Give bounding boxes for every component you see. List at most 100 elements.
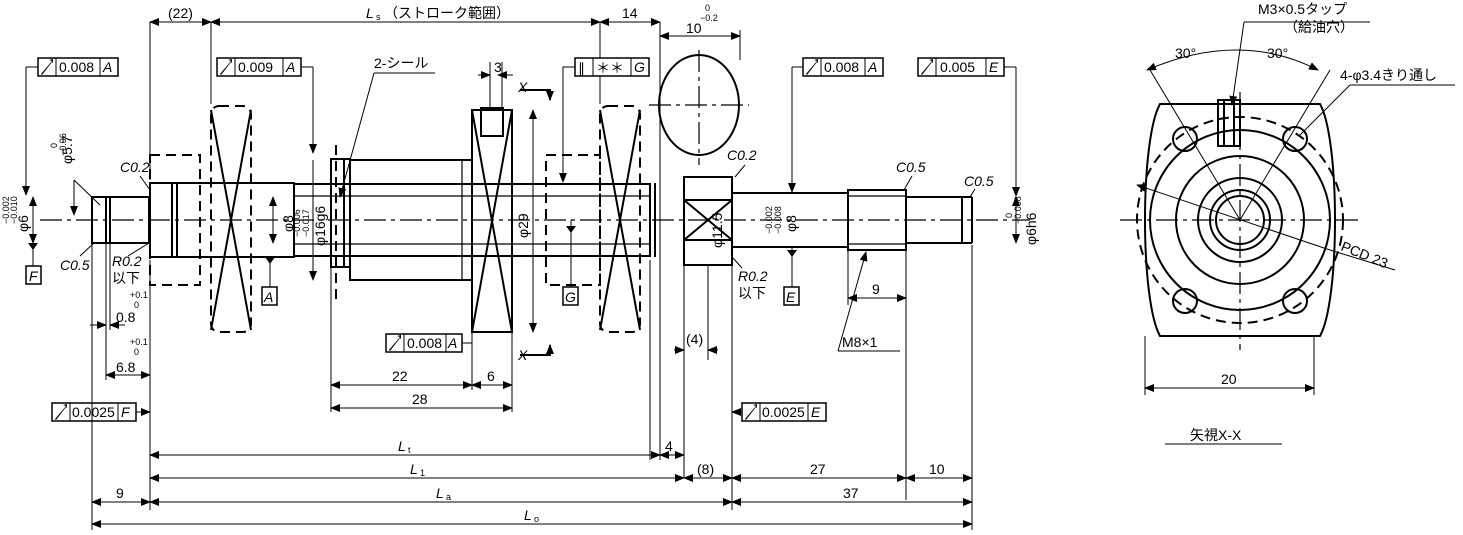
datum-g: G bbox=[565, 289, 576, 305]
chamfer-c05c: C0.5 bbox=[60, 257, 90, 273]
side-pcd-label: PCD 23 bbox=[1339, 238, 1391, 271]
dim-lt-sub: t bbox=[408, 445, 411, 455]
dim-8p: (8) bbox=[697, 461, 714, 477]
dim-14-label: 14 bbox=[622, 5, 638, 21]
dim-10b: 10 bbox=[929, 461, 945, 477]
dim-ls-sub: s bbox=[376, 12, 381, 22]
bearing-left bbox=[149, 105, 252, 333]
dim-6b: 6 bbox=[487, 368, 495, 384]
frame-f3-tol: ＊＊ bbox=[596, 60, 624, 76]
support-block-view bbox=[649, 50, 749, 165]
dia-8a: φ8 bbox=[280, 215, 296, 232]
datum-a: A bbox=[263, 289, 273, 305]
dim-08-up: +0.1 bbox=[130, 290, 148, 300]
dim-la: L bbox=[436, 485, 444, 501]
bottom-dimensions bbox=[91, 245, 973, 530]
datum-markers bbox=[25, 220, 800, 306]
bearing-right bbox=[545, 105, 641, 333]
dia-8b: φ8 bbox=[783, 215, 799, 232]
side-caption: 矢視X-X bbox=[1190, 427, 1242, 443]
side-width-label: 20 bbox=[1221, 371, 1237, 387]
side-tap-label: M3×0.5タップ bbox=[1258, 1, 1347, 17]
dim-9b: 9 bbox=[116, 485, 124, 501]
radius-r02a-note: 以下 bbox=[112, 270, 140, 286]
dim-3-label: 3 bbox=[494, 59, 502, 75]
dim-l1: L bbox=[410, 461, 418, 477]
chamfer-c02b: C0.2 bbox=[727, 147, 757, 163]
dia-6h6: φ6h6 bbox=[1023, 212, 1039, 245]
chamfer-c05b: C0.5 bbox=[964, 173, 994, 189]
dim-9a: 9 bbox=[872, 281, 880, 297]
frame-f3-mark: ∥ bbox=[578, 60, 585, 76]
side-angle-right: 30° bbox=[1267, 45, 1288, 61]
dia-8b-up: −0.002 bbox=[764, 206, 774, 234]
chamfer-c05a: C0.5 bbox=[896, 159, 926, 175]
dim-lo: L bbox=[524, 507, 532, 523]
top-dimensions bbox=[149, 18, 741, 460]
dim-l1-sub: 1 bbox=[420, 468, 425, 478]
radius-r02b: R0.2 bbox=[738, 268, 768, 284]
dim-08-low: 0 bbox=[134, 300, 139, 310]
dim-27: 27 bbox=[810, 461, 826, 477]
dia-57-up: 0 bbox=[49, 143, 59, 148]
dim-lt: L bbox=[398, 438, 406, 454]
dim-28: 28 bbox=[412, 391, 428, 407]
thread-m8: M8×1 bbox=[842, 334, 878, 350]
frame-f2-tol: 0.009 bbox=[238, 59, 273, 75]
dia-6-low: −0.010 bbox=[9, 196, 19, 224]
dim-4p: (4) bbox=[686, 331, 703, 347]
dia-57-low: −0.06 bbox=[58, 133, 68, 156]
dim-lo-sub: o bbox=[534, 514, 539, 524]
dim-ls-note: （ストローク範囲） bbox=[384, 5, 510, 21]
frame-f8-ref: E bbox=[811, 404, 821, 420]
dim-la-sub: a bbox=[446, 492, 451, 502]
frame-f1-ref: A bbox=[102, 59, 112, 75]
frame-f2-ref: A bbox=[285, 59, 295, 75]
dia-6: φ6 bbox=[15, 215, 31, 232]
dia-16-low: −0.017 bbox=[301, 209, 311, 237]
dim-22-label: (22) bbox=[168, 5, 193, 21]
dia-29: φ29 bbox=[515, 213, 531, 238]
side-view bbox=[1120, 21, 1455, 445]
dim-10-tol-up: 0 bbox=[705, 3, 710, 13]
datum-f: F bbox=[29, 268, 39, 284]
dim-10-tol-low: −0.2 bbox=[700, 13, 718, 23]
dim-68-low: 0 bbox=[134, 347, 139, 357]
frame-f4-tol: 0.008 bbox=[824, 59, 859, 75]
seal-label: 2-シール bbox=[374, 55, 428, 71]
dim-22: 22 bbox=[392, 368, 408, 384]
dim-68: 6.8 bbox=[116, 359, 136, 375]
datum-e: E bbox=[786, 289, 796, 305]
dia-115: φ11.5 bbox=[709, 212, 725, 248]
dia-57: φ5.7 bbox=[59, 135, 75, 164]
frame-f4-ref: A bbox=[867, 59, 877, 75]
dia-6h6-up: 0 bbox=[1004, 213, 1014, 218]
dia-8b-low: −0.008 bbox=[773, 206, 783, 234]
dim-10-label: 10 bbox=[686, 20, 702, 36]
dia-16: φ16g6 bbox=[312, 206, 328, 246]
dim-ls-label: L bbox=[366, 5, 374, 21]
frame-f1-tol: 0.008 bbox=[59, 59, 94, 75]
dim-08: 0.8 bbox=[116, 309, 136, 325]
frame-f5-tol: 0.005 bbox=[940, 59, 975, 75]
frame-f7-ref: F bbox=[121, 404, 131, 420]
side-angle-left: 30° bbox=[1175, 45, 1196, 61]
frame-f3 bbox=[574, 57, 650, 77]
side-tap-note: （給油穴） bbox=[1284, 19, 1354, 35]
dim-4: 4 bbox=[665, 438, 673, 454]
chamfer-c02a: C0.2 bbox=[120, 159, 150, 175]
frame-f7 bbox=[51, 402, 137, 422]
frame-f5-ref: E bbox=[989, 59, 999, 75]
dia-6-up: −0.002 bbox=[1, 196, 11, 224]
dia-16-up: −0.006 bbox=[292, 209, 302, 237]
section-x-top: X bbox=[517, 79, 528, 95]
side-holes-label: 4-φ3.4きり通し bbox=[1340, 67, 1437, 83]
frame-f8 bbox=[741, 402, 827, 422]
frame-f3-ref: G bbox=[634, 59, 645, 75]
dim-37: 37 bbox=[843, 485, 859, 501]
dia-6h6-low: −0.008 bbox=[1013, 196, 1023, 224]
dim-68-up: +0.1 bbox=[130, 337, 148, 347]
frame-f6-ref: A bbox=[447, 335, 457, 351]
radius-r02b-note: 以下 bbox=[738, 285, 766, 301]
